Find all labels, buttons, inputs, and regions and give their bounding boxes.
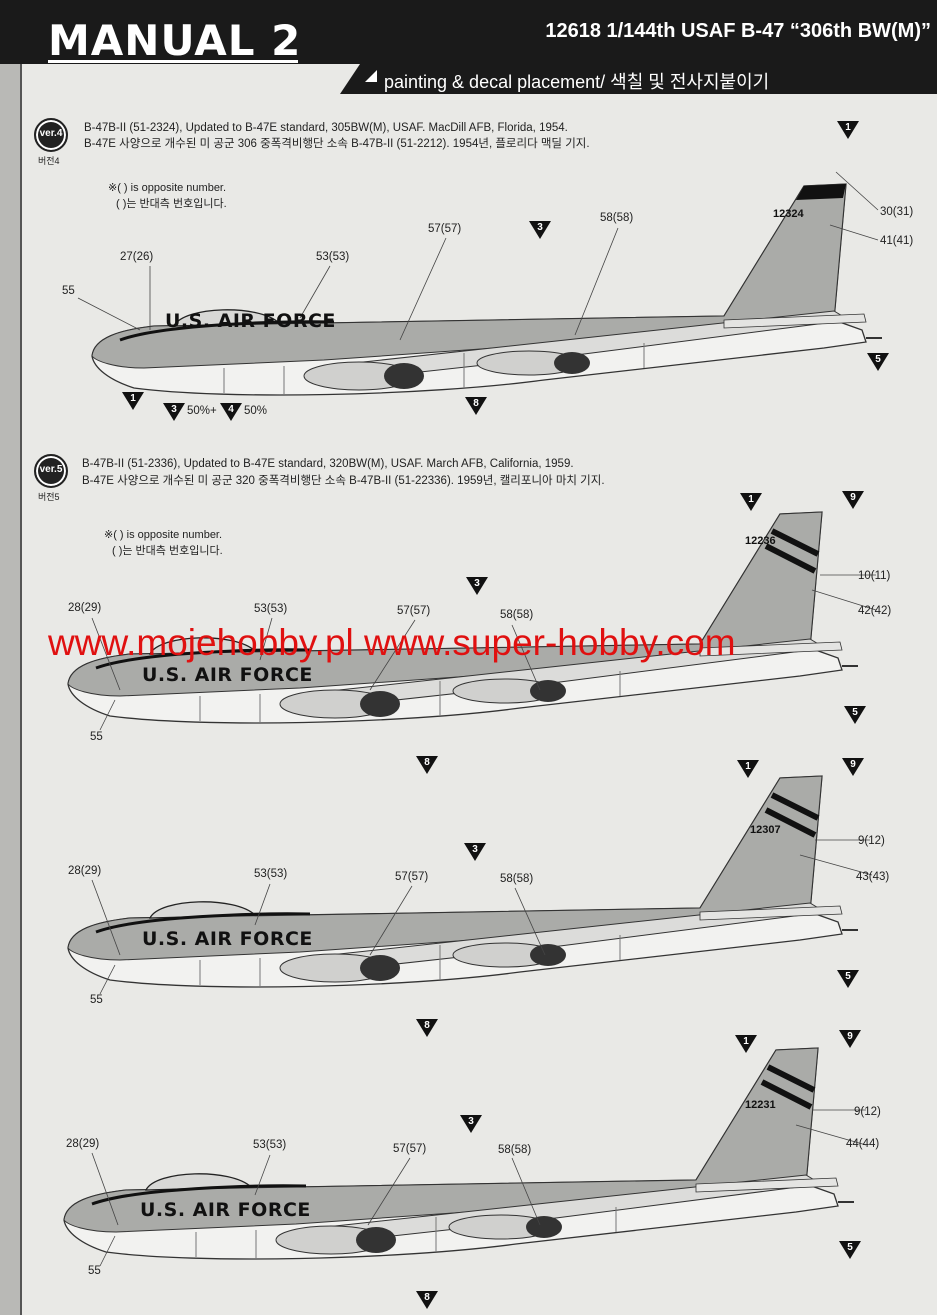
version-badge: ver.5 (34, 454, 68, 488)
watermark: www.mojehobby.pl www.super-hobby.com (48, 622, 736, 663)
marker-number: 4 (228, 404, 234, 415)
marker-number: 8 (473, 398, 479, 409)
decal-callout: 53(53) (253, 1139, 287, 1151)
badge-label: ver.5 (39, 464, 63, 475)
title-underline (48, 60, 298, 63)
version-description-en: B-47B-II (51-2336), Updated to B-47E sta… (82, 458, 574, 470)
manual-header: MANUAL 2 12618 1/144th USAF B-47 “306th … (0, 0, 937, 65)
decal-callout: 41(41) (880, 235, 914, 247)
note-ko: ( )는 반대측 번호입니다. (116, 198, 227, 210)
marker-number: 3 (474, 578, 480, 589)
marker-number: 5 (847, 1242, 853, 1253)
note-ko: ( )는 반대측 번호입니다. (112, 545, 223, 557)
tail-number: 12324 (773, 208, 804, 220)
decal-callout: 9(12) (854, 1106, 881, 1118)
badge-label: ver.4 (39, 128, 63, 139)
aircraft-ver5-b (66, 774, 860, 990)
decal-callout: 30(31) (880, 206, 914, 218)
decal-callout: 58(58) (600, 212, 634, 224)
marker-number: 9 (850, 492, 856, 503)
decal-callout: 9(12) (858, 835, 885, 847)
decal-callout: 53(53) (254, 603, 288, 615)
paint-mix-ratio: 50% (244, 405, 268, 417)
decal-callout: 28(29) (68, 865, 102, 877)
marker-number: 1 (130, 393, 136, 404)
marker-number: 1 (845, 122, 851, 133)
decal-callout: 57(57) (428, 223, 462, 235)
decal-callout: 28(29) (66, 1138, 100, 1150)
aircraft-ver5-c (62, 1046, 856, 1262)
marker-number: 5 (875, 354, 881, 365)
decal-callout: 10(11) (858, 570, 891, 582)
tail-number: 12236 (745, 535, 776, 547)
decal-callout: 57(57) (397, 605, 431, 617)
version-description-ko: B-47E 사양으로 개수된 미 공군 320 중폭격비행단 소속 B-47B-… (82, 475, 605, 487)
aircraft-ver5-a (66, 510, 860, 726)
marker-number: 9 (847, 1031, 853, 1042)
decal-callout: 55 (90, 994, 103, 1006)
version-badge-ko: 버전4 (38, 156, 60, 166)
decal-callout: 58(58) (500, 609, 534, 621)
section-arrow-icon (365, 70, 377, 82)
marker-number: 1 (745, 761, 751, 772)
paint-mix-ratio: 50%+ (187, 405, 217, 417)
version-badge-ko: 버전5 (38, 492, 60, 502)
decal-callout: 55 (62, 285, 75, 297)
decal-callout: 53(53) (316, 251, 350, 263)
decal-callout: 57(57) (393, 1143, 427, 1155)
decal-callout: 55 (88, 1265, 101, 1277)
marker-number: 3 (537, 222, 543, 233)
marker-number: 3 (468, 1116, 474, 1127)
marker-number: 1 (743, 1036, 749, 1047)
marker-number: 8 (424, 1292, 430, 1303)
marker-number: 8 (424, 1020, 430, 1031)
fuselage-marking: U.S. AIR FORCE (142, 928, 313, 950)
decal-callout: 28(29) (68, 602, 102, 614)
fuselage-marking: U.S. AIR FORCE (140, 1199, 311, 1221)
marker-number: 5 (845, 971, 851, 982)
fuselage-marking: U.S. AIR FORCE (165, 310, 336, 332)
decal-callout: 27(26) (120, 251, 154, 263)
marker-number: 9 (850, 759, 856, 770)
decal-callout: 55 (90, 731, 103, 743)
decal-callout: 53(53) (254, 868, 288, 880)
marker-number: 1 (748, 494, 754, 505)
section-title: painting & decal placement/ 색칠 및 전사지붙이기 (384, 72, 770, 92)
product-title: 12618 1/144th USAF B-47 “306th BW(M)” (545, 20, 931, 42)
decal-callout: 58(58) (500, 873, 534, 885)
section-bar (340, 64, 937, 94)
version-description-ko: B-47E 사양으로 개수된 미 공군 306 중폭격비행단 소속 B-47B-… (84, 138, 590, 150)
marker-number: 5 (852, 707, 858, 718)
note-en: ※( ) is opposite number. (108, 182, 227, 194)
fuselage-marking: U.S. AIR FORCE (142, 664, 313, 686)
page-margin-strip (0, 0, 22, 1315)
decal-callout: 58(58) (498, 1144, 532, 1156)
marker-number: 3 (171, 404, 177, 415)
marker-number: 3 (472, 844, 478, 855)
manual-title: MANUAL 2 (48, 16, 302, 65)
marker-number: 8 (424, 757, 430, 768)
decal-callout: 57(57) (395, 871, 429, 883)
version-description-en: B-47B-II (51-2324), Updated to B-47E sta… (84, 122, 568, 134)
decal-callout: 42(42) (858, 605, 892, 617)
decal-callout: 43(43) (856, 871, 890, 883)
tail-number: 12307 (750, 824, 781, 836)
decal-callout: 44(44) (846, 1138, 880, 1150)
aircraft-ver4 (90, 182, 884, 398)
note-en: ※( ) is opposite number. (104, 529, 223, 541)
tail-number: 12231 (745, 1099, 776, 1111)
version-badge: ver.4 (34, 118, 68, 152)
